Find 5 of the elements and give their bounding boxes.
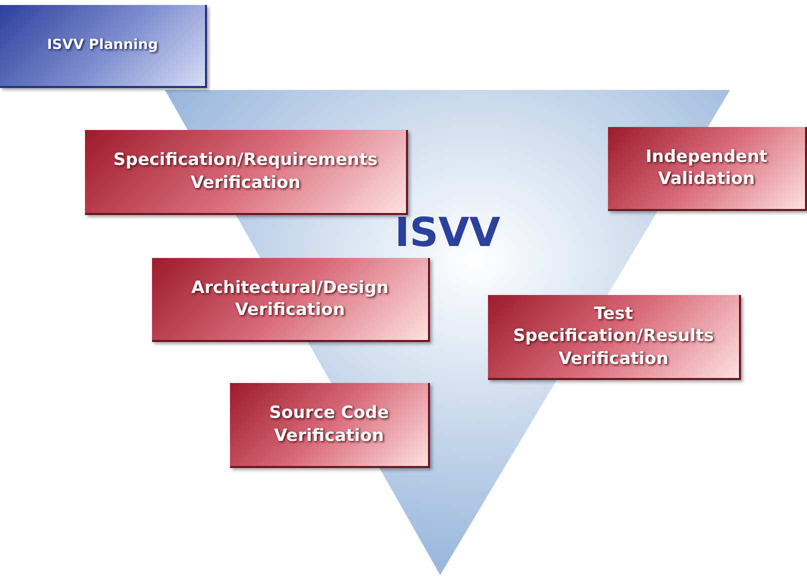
activity-box: Specification/Requirements Verification <box>85 130 408 215</box>
activity-box: Test Specification/Results Verification <box>488 295 741 380</box>
activity-box: Independent Validation <box>608 127 807 211</box>
activity-box: Source Code Verification <box>230 383 430 468</box>
planning-box: ISVV Planning <box>0 5 207 88</box>
